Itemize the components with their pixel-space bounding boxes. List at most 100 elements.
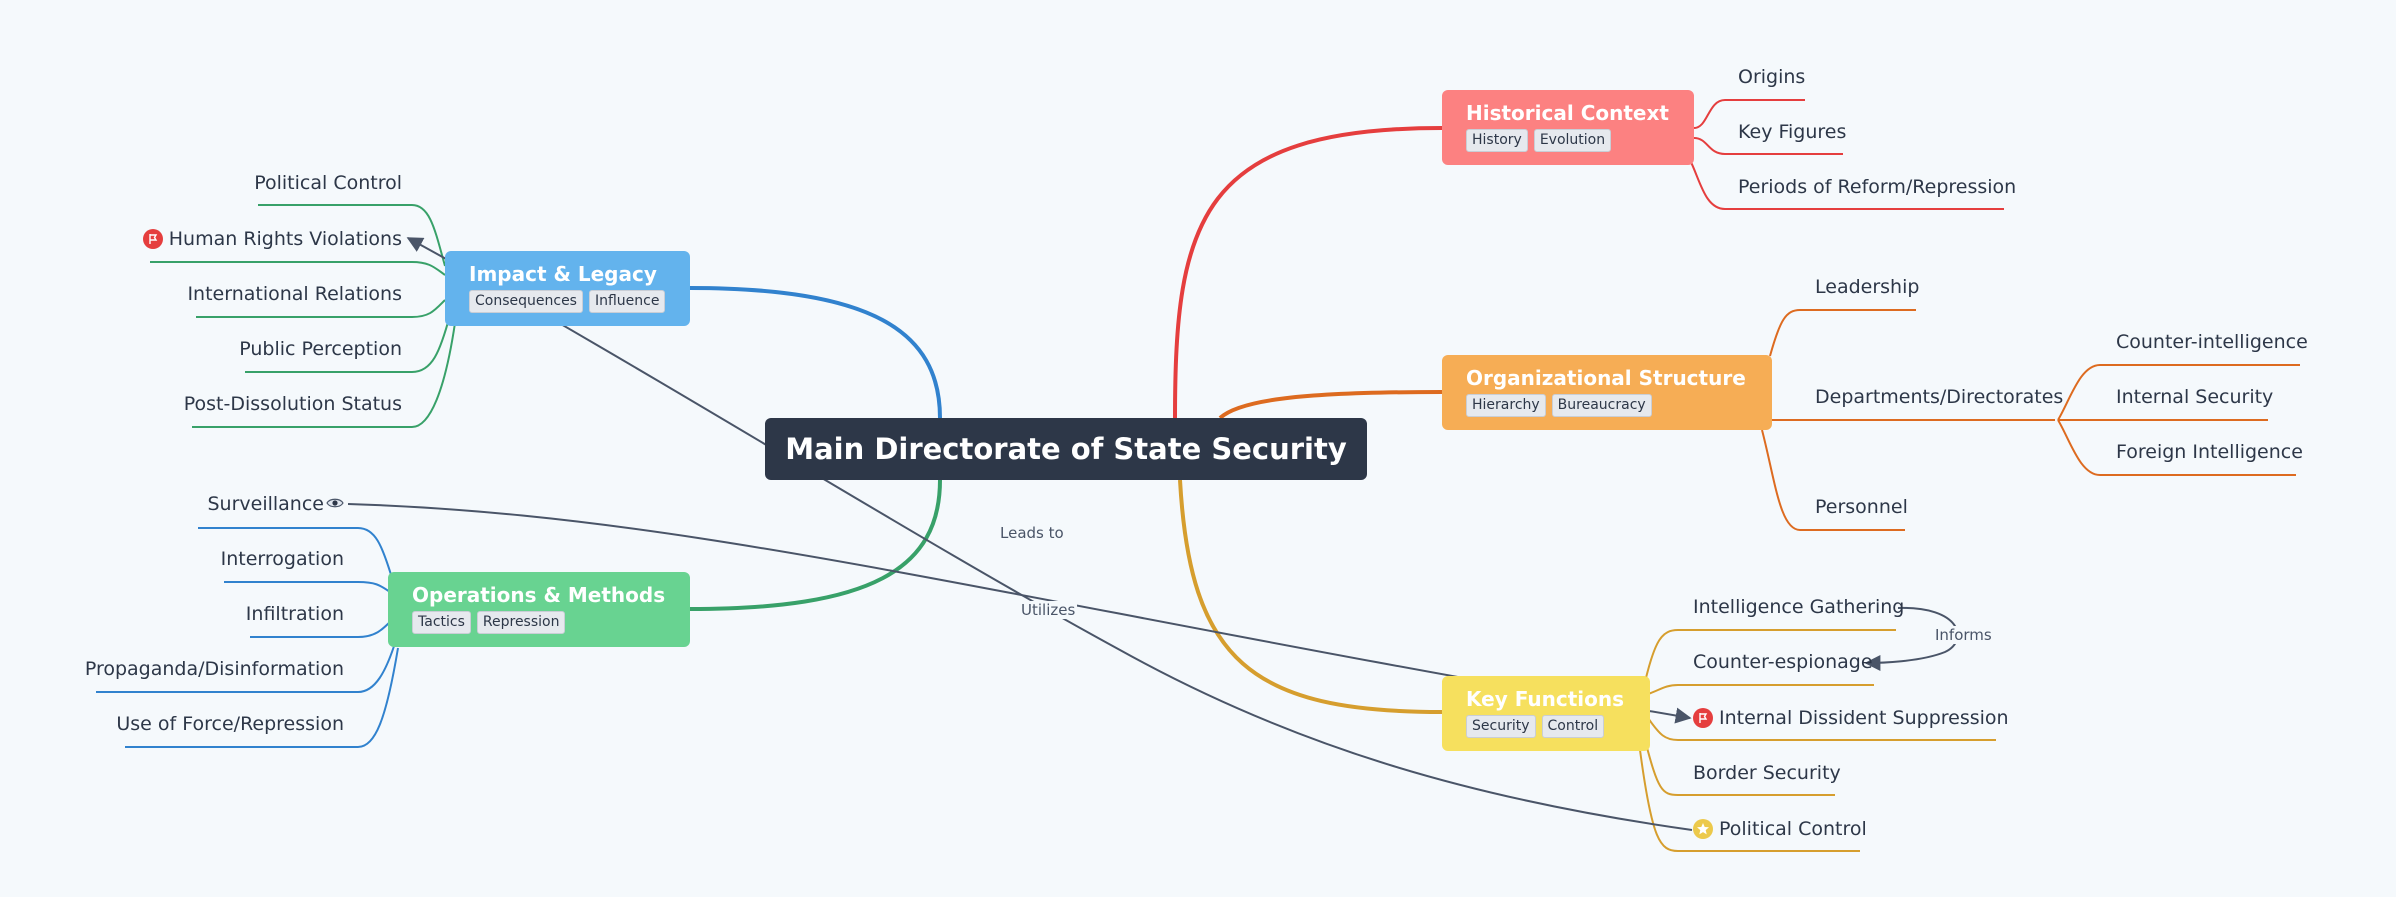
connector-functions <box>1178 479 1443 714</box>
connector-leadership <box>1769 309 1916 357</box>
leaf-label: Surveillance <box>207 493 324 515</box>
tag-security: Security <box>1466 715 1536 738</box>
branch-impact-legacy[interactable]: Impact & Legacy Consequences Influence <box>445 251 690 326</box>
eye-icon <box>326 492 344 516</box>
root-label: Main Directorate of State Security <box>785 432 1347 466</box>
flag-icon <box>1693 708 1713 728</box>
branch-key-functions[interactable]: Key Functions Security Control <box>1442 676 1650 751</box>
leaf-label: Human Rights Violations <box>168 228 402 250</box>
tag-list: History Evolution <box>1466 129 1670 152</box>
leaf-label: Personnel <box>1815 496 1908 518</box>
relationship-label-utilizes[interactable]: Utilizes <box>1019 601 1078 619</box>
connector-counter-espionage <box>1647 684 1874 695</box>
tag-hierarchy: Hierarchy <box>1466 394 1546 417</box>
root-topic[interactable]: Main Directorate of State Security <box>765 418 1367 480</box>
connector-dissident-suppression <box>1647 717 1996 741</box>
branch-organizational-structure[interactable]: Organizational Structure Hierarchy Burea… <box>1442 355 1772 430</box>
leaf-label: Internal Dissident Suppression <box>1719 707 2009 729</box>
branch-historical-context[interactable]: Historical Context History Evolution <box>1442 90 1694 165</box>
relationship-utilizes <box>347 503 1692 724</box>
connector-border-security <box>1644 739 1835 796</box>
connector-impact <box>689 286 942 419</box>
leaf-label: Foreign Intelligence <box>2116 441 2303 463</box>
connector-international <box>196 299 446 318</box>
leaf-personnel[interactable]: Personnel <box>1815 495 1908 519</box>
connector-periods <box>1689 159 2004 210</box>
leaf-label: International Relations <box>187 283 402 305</box>
tag-list: Hierarchy Bureaucracy <box>1466 394 1748 417</box>
connector-surveillance <box>198 527 393 579</box>
branch-operations-methods[interactable]: Operations & Methods Tactics Repression <box>388 572 690 647</box>
leaf-human-rights-violations[interactable]: Human Rights Violations <box>100 227 402 251</box>
relationship-label-informs[interactable]: Informs <box>1933 626 1994 644</box>
branch-title: Organizational Structure <box>1466 366 1746 390</box>
leaf-label: Infiltration <box>245 603 344 625</box>
leaf-political-control-impact[interactable]: Political Control <box>150 171 402 195</box>
leaf-infiltration[interactable]: Infiltration <box>40 602 344 626</box>
relationship-leads-to <box>406 237 1693 831</box>
connector-intelligence-gathering <box>1644 629 1896 683</box>
leaf-intelligence-gathering[interactable]: Intelligence Gathering <box>1693 595 1904 619</box>
branch-title: Historical Context <box>1466 101 1669 125</box>
tag-repression: Repression <box>476 611 566 634</box>
tag-control: Control <box>1541 715 1605 738</box>
leaf-international-relations[interactable]: International Relations <box>150 282 402 306</box>
leaf-border-security[interactable]: Border Security <box>1693 761 1841 785</box>
leaf-label: Interrogation <box>220 548 344 570</box>
star-icon <box>1693 819 1713 839</box>
leaf-label: Political Control <box>1719 818 1867 840</box>
leaf-propaganda-disinformation[interactable]: Propaganda/Disinformation <box>40 657 344 681</box>
leaf-key-figures[interactable]: Key Figures <box>1738 120 1846 144</box>
connector-counter-intelligence <box>2057 364 2300 421</box>
leaf-label: Intelligence Gathering <box>1693 596 1905 618</box>
branch-title: Impact & Legacy <box>469 262 657 286</box>
leaf-label: Origins <box>1738 66 1806 88</box>
connector-personnel <box>1761 429 1905 531</box>
leaf-label: Counter-espionage <box>1693 651 1873 673</box>
branch-title: Key Functions <box>1466 687 1625 711</box>
tag-bureaucracy: Bureaucracy <box>1551 394 1652 417</box>
leaf-foreign-intelligence[interactable]: Foreign Intelligence <box>2116 440 2303 464</box>
leaf-use-of-force[interactable]: Use of Force/Repression <box>40 712 344 736</box>
leaf-origins[interactable]: Origins <box>1738 65 1805 89</box>
tag-tactics: Tactics <box>412 611 471 634</box>
leaf-surveillance[interactable]: Surveillance <box>40 492 344 516</box>
leaf-political-control-functions[interactable]: Political Control <box>1693 817 1867 841</box>
connector-organizational <box>1218 390 1443 420</box>
leaf-internal-security[interactable]: Internal Security <box>2116 385 2273 409</box>
leaf-post-dissolution-status[interactable]: Post-Dissolution Status <box>150 392 402 416</box>
connector-foreign-intelligence <box>2057 419 2296 476</box>
connector-origins <box>1693 99 1805 129</box>
connector-use-of-force <box>125 647 399 748</box>
leaf-label: Leadership <box>1815 276 1920 298</box>
leaf-periods-of-reform[interactable]: Periods of Reform/Repression <box>1738 175 2016 199</box>
tag-history: History <box>1466 129 1528 152</box>
connector-key-figures <box>1693 137 1843 155</box>
leaf-counter-intelligence[interactable]: Counter-intelligence <box>2116 330 2308 354</box>
flag-icon <box>142 229 163 249</box>
connector-post-dissolution <box>192 322 456 428</box>
relationship-label-leads-to[interactable]: Leads to <box>998 524 1066 542</box>
tag-list: Tactics Repression <box>412 611 666 634</box>
branch-title: Operations & Methods <box>412 583 666 607</box>
leaf-label: Public Perception <box>239 338 402 360</box>
leaf-public-perception[interactable]: Public Perception <box>150 337 402 361</box>
leaf-internal-dissident-suppression[interactable]: Internal Dissident Suppression <box>1693 706 2009 730</box>
leaf-leadership[interactable]: Leadership <box>1815 275 1919 299</box>
leaf-label: Use of Force/Repression <box>116 713 344 735</box>
leaf-label: Political Control <box>254 172 402 194</box>
leaf-label: Internal Security <box>2116 386 2274 408</box>
leaf-label: Border Security <box>1693 762 1841 784</box>
leaf-label: Counter-intelligence <box>2116 331 2308 353</box>
connector-human-rights <box>150 261 446 276</box>
leaf-departments-directorates[interactable]: Departments/Directorates <box>1815 385 2063 409</box>
tag-evolution: Evolution <box>1533 129 1612 152</box>
tag-consequences: Consequences <box>469 290 583 313</box>
connector-political-control-f <box>1639 749 1860 852</box>
connector-propaganda <box>96 639 397 693</box>
leaf-counter-espionage[interactable]: Counter-espionage <box>1693 650 1873 674</box>
connector-operations <box>689 479 942 611</box>
leaf-interrogation[interactable]: Interrogation <box>40 547 344 571</box>
